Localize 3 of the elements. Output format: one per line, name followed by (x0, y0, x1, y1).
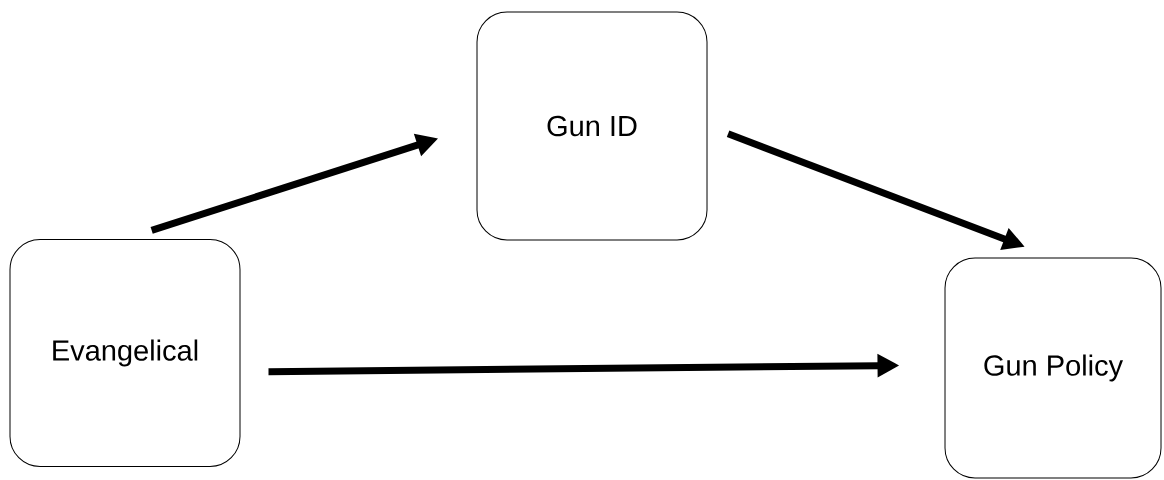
process-box: Evangelical (9, 239, 241, 467)
process-box: Gun ID (476, 11, 708, 241)
process-box: Gun Policy (944, 257, 1162, 479)
